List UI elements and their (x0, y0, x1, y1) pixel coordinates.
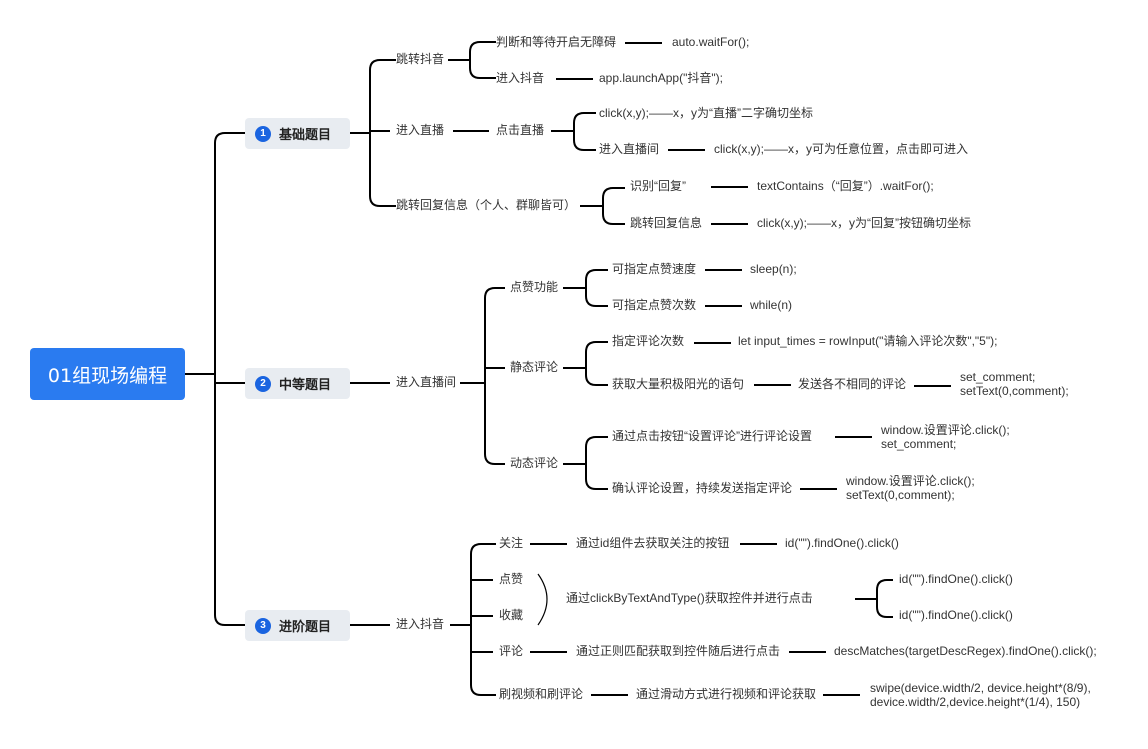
node-like-code[interactable]: id("").findOne().click() (899, 572, 1013, 586)
node-input-times[interactable]: let input_times = rowInput("请输入评论次数","5"… (738, 334, 998, 348)
node-swipe[interactable]: 刷视频和刷评论 (499, 687, 584, 701)
connector-basic-trunk (369, 59, 396, 207)
branch-basic[interactable]: 1 基础题目 (245, 118, 350, 149)
node-window-send-code[interactable]: window.设置评论.click(); setText(0,comment); (846, 474, 975, 502)
node-enter-live[interactable]: 进入直播 (396, 123, 445, 137)
node-click-live-code[interactable]: click(x,y);——x，y为“直播”二字确切坐标 (599, 106, 813, 120)
connector-like-func-trunk (585, 269, 608, 307)
node-follow[interactable]: 关注 (499, 536, 524, 550)
connector-jump-reply-trunk (602, 187, 625, 225)
node-like-count[interactable]: 可指定点赞次数 (612, 298, 697, 312)
node-collect-code[interactable]: id("").findOne().click() (899, 608, 1013, 622)
node-while[interactable]: while(n) (750, 298, 793, 312)
node-dynamic-comment[interactable]: 动态评论 (510, 456, 559, 470)
brace-like-collect (537, 573, 548, 626)
connector-medium-trunk (484, 287, 505, 465)
number-badge-icon: 3 (255, 617, 271, 634)
node-confirm-send[interactable]: 确认评论设置，持续发送指定评论 (612, 481, 793, 495)
node-get-sentences[interactable]: 获取大量积极阳光的语句 (612, 377, 745, 391)
node-medium-live-room[interactable]: 进入直播间 (396, 375, 457, 389)
branch-label: 进阶题目 (279, 619, 332, 634)
number-badge-icon: 2 (255, 375, 271, 392)
node-follow-code[interactable]: id("").findOne().click() (785, 536, 899, 550)
node-launch-app[interactable]: app.launchApp("抖音"); (599, 71, 723, 85)
node-like-func[interactable]: 点赞功能 (510, 280, 559, 294)
node-jump-reply-info[interactable]: 跳转回复信息 (630, 216, 703, 230)
connector-adv-trunk (470, 543, 496, 696)
node-comment-times[interactable]: 指定评论次数 (612, 334, 685, 348)
node-text-contains[interactable]: textContains（“回复”）.waitFor(); (757, 179, 934, 193)
node-enter-douyin[interactable]: 进入抖音 (496, 71, 545, 85)
node-swipe-desc[interactable]: 通过滑动方式进行视频和评论获取 (636, 687, 817, 701)
connector-static-trunk (585, 341, 608, 386)
connector-root-trunk (214, 132, 245, 626)
node-adv-enter-douyin[interactable]: 进入抖音 (396, 617, 445, 631)
node-sleep[interactable]: sleep(n); (750, 262, 797, 276)
connector-click-text-trunk (876, 579, 893, 618)
branch-label: 基础题目 (279, 127, 332, 142)
number-badge-icon: 1 (255, 125, 271, 142)
node-regex-desc[interactable]: 通过正则匹配获取到控件随后进行点击 (576, 644, 781, 658)
root-node[interactable]: 01组现场编程 (30, 348, 185, 400)
node-click-reply-code[interactable]: click(x,y);——x，y为“回复”按钮确切坐标 (757, 216, 971, 230)
connector-jump-douyin-trunk (469, 41, 496, 79)
connector-click-live-trunk (573, 112, 596, 151)
node-judge-wait[interactable]: 判断和等待开启无障碍 (496, 35, 617, 49)
node-click-set-btn[interactable]: 通过点击按钮“设置评论”进行评论设置 (612, 429, 812, 443)
node-set-comment-code[interactable]: set_comment; setText(0,comment); (960, 370, 1069, 398)
node-comment[interactable]: 评论 (499, 644, 524, 658)
node-click-live[interactable]: 点击直播 (496, 123, 545, 137)
connector-dynamic-trunk (585, 436, 608, 490)
node-static-comment[interactable]: 静态评论 (510, 360, 559, 374)
node-click-by-text[interactable]: 通过clickByTextAndType()获取控件并进行点击 (566, 591, 813, 605)
node-jump-reply[interactable]: 跳转回复信息（个人、群聊皆可） (396, 198, 577, 212)
node-regex-code[interactable]: descMatches(targetDescRegex).findOne().c… (834, 644, 1097, 658)
branch-advanced[interactable]: 3 进阶题目 (245, 610, 350, 641)
branch-medium[interactable]: 2 中等题目 (245, 368, 350, 399)
node-swipe-code[interactable]: swipe(device.width/2, device.height*(8/9… (870, 681, 1091, 709)
node-auto-wait[interactable]: auto.waitFor(); (672, 35, 750, 49)
node-send-diff[interactable]: 发送各不相同的评论 (798, 377, 907, 391)
node-identify-reply[interactable]: 识别“回复” (630, 179, 686, 193)
node-collect[interactable]: 收藏 (499, 608, 524, 622)
node-jump-douyin[interactable]: 跳转抖音 (396, 52, 445, 66)
node-follow-desc[interactable]: 通过id组件去获取关注的按钮 (576, 536, 730, 550)
node-enter-live-room[interactable]: 进入直播间 (599, 142, 660, 156)
node-like[interactable]: 点赞 (499, 572, 524, 586)
node-like-speed[interactable]: 可指定点赞速度 (612, 262, 697, 276)
node-window-set-code[interactable]: window.设置评论.click(); set_comment; (881, 423, 1010, 451)
node-click-room-code[interactable]: click(x,y);——x，y可为任意位置，点击即可进入 (714, 142, 968, 156)
branch-label: 中等题目 (279, 377, 332, 392)
